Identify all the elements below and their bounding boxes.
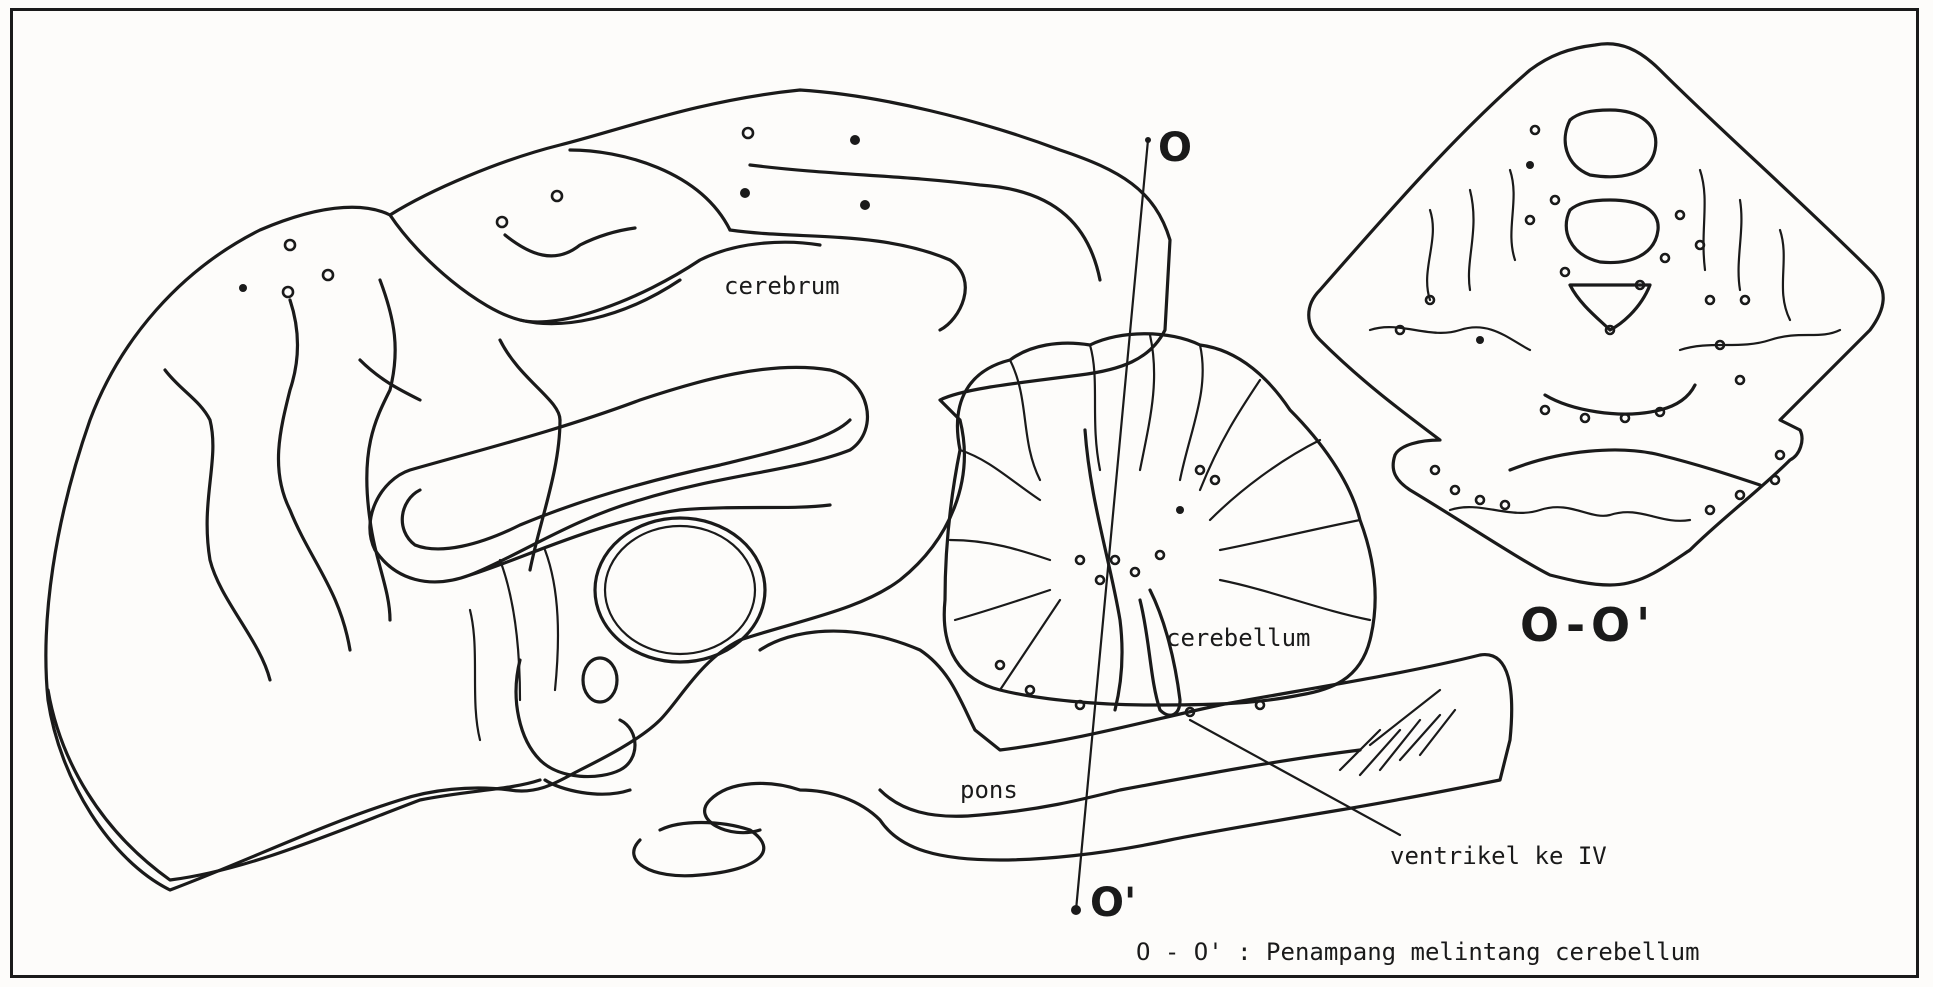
label-ventricle: ventrikel ke IV [1390,842,1607,870]
cerebellum-foliation-7 [1220,520,1360,550]
cross-section-branch-4 [1680,330,1840,350]
section-line [1076,140,1148,910]
cross-section-branch-1 [1427,170,1515,300]
brainstem-bottom [880,750,1360,816]
cross-section-branch-5 [1450,507,1690,521]
label-cerebellum: cerebellum [1166,624,1311,652]
cerebellum-outline [944,334,1375,705]
pituitary [634,823,764,876]
cross-section-outline [1309,44,1883,585]
cross-section-branch-3 [1370,327,1530,350]
cerebellum-foliation-11 [955,590,1050,620]
cross-section-top-oval [1565,110,1656,177]
cross-section-bottom-arc [1510,450,1760,485]
cerebellum-foliation-6 [1210,440,1320,520]
cross-section-lower-arc [1545,385,1695,414]
cerebellum-foliation-2 [1090,345,1100,470]
caption: O - O' : Penampang melintang cerebellum [1136,938,1700,966]
cerebellum-foliation-4 [1180,345,1203,480]
midbrain-line-2 [545,550,558,690]
gyrus-line-10 [500,340,560,420]
thalamus [595,518,765,662]
medulla-hatch [1340,690,1455,775]
mammillary-body [583,658,617,702]
cerebellum-dots [996,466,1264,716]
label-pons: pons [960,776,1018,804]
pons-outline [705,631,1512,860]
label-point-o-prime: O' [1090,880,1136,926]
gyrus-line-7 [278,300,350,650]
cerebellum-foliation-1 [1010,360,1040,480]
thalamus-inner [605,526,755,654]
cerebrum-outline [46,90,1170,890]
gyrus-line-1 [390,215,820,322]
fourth-ventricle-outline [1140,590,1180,715]
cerebellum-foliation-8 [1220,580,1370,620]
cerebellum-foliation-5 [1200,380,1260,490]
cross-section-title: O-O' [1520,598,1656,652]
gyrus-line-4 [750,165,1100,280]
point-o-prime-marker [1071,905,1081,915]
fornix-line [470,505,830,575]
gyrus-line-9 [360,360,420,400]
midbrain-line-3 [470,610,480,740]
cerebellum-foliation-12 [1000,600,1060,690]
label-cerebrum: cerebrum [724,272,840,300]
label-point-o: O [1158,125,1192,171]
cross-section-drawing [1309,44,1883,585]
cross-section-mid-oval [1566,200,1658,263]
cerebellum-foliation-10 [950,540,1050,560]
corpus-callosum-inner [402,420,850,549]
gyrus-line-6 [165,370,270,680]
gyrus-smile [505,228,635,256]
cerebellum-foliation-9 [960,450,1040,500]
point-o-marker [1145,137,1151,143]
cross-section-triangle [1570,285,1650,330]
gyrus-line-3 [570,150,730,230]
